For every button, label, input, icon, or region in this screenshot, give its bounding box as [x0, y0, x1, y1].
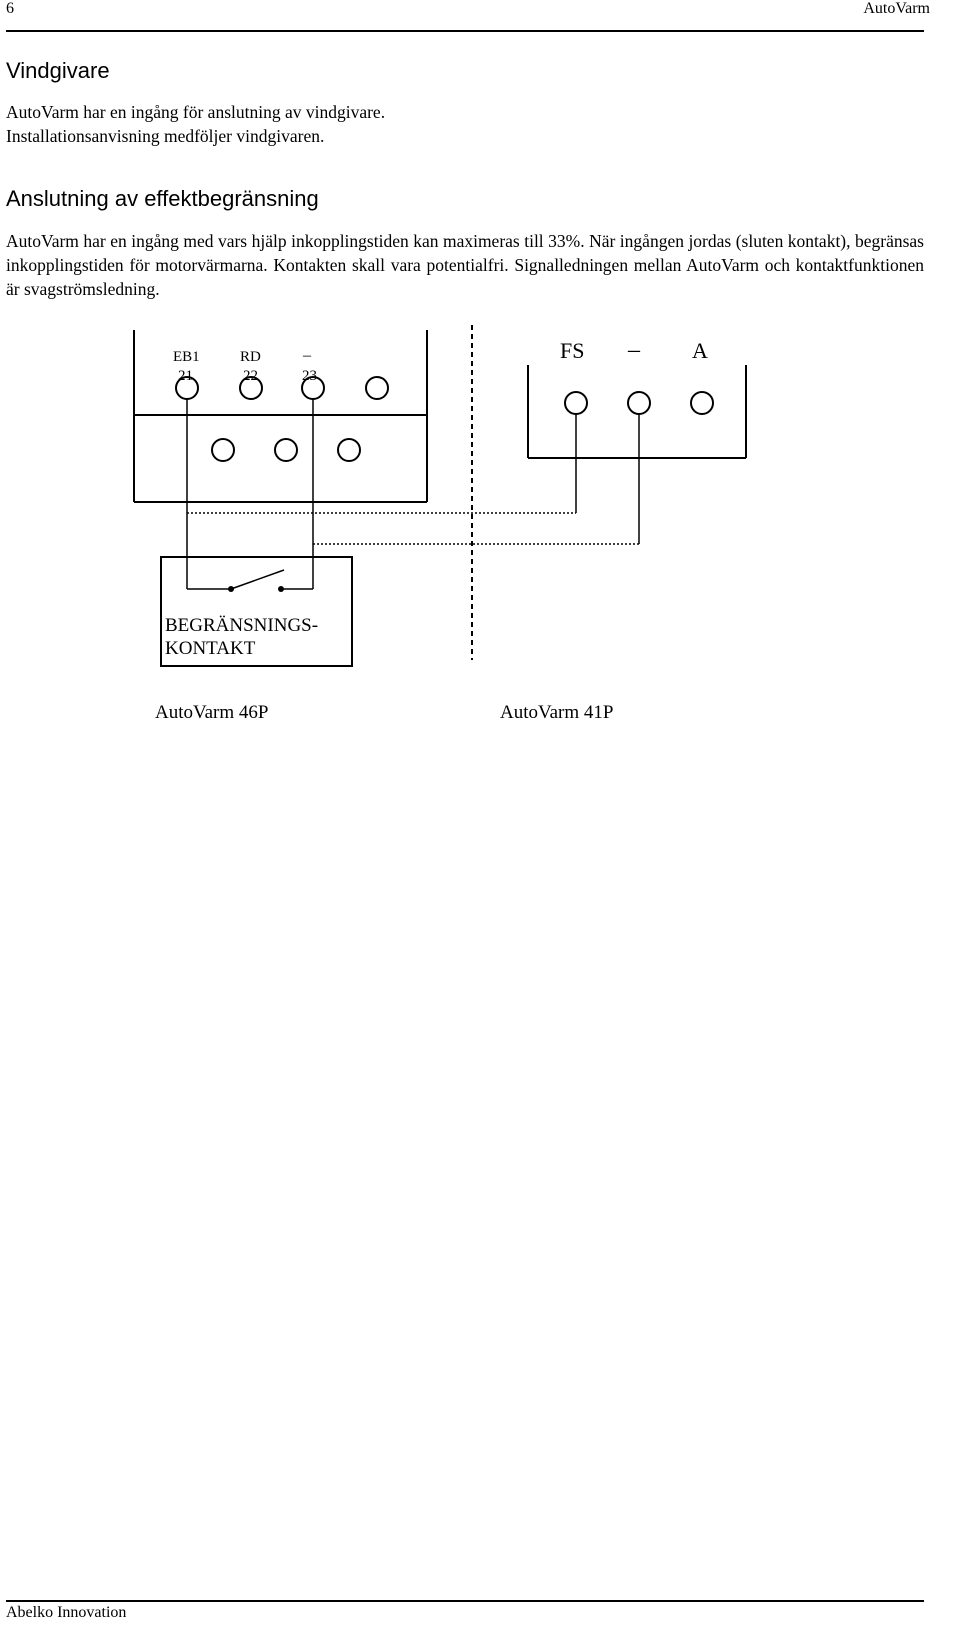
- contact-label-line1: BEGRÄNSNINGS-: [165, 615, 318, 636]
- header-rule: [6, 30, 924, 32]
- terminal-lower-1: [211, 438, 235, 462]
- switch-contact-right: [278, 586, 284, 592]
- label-21: 21: [178, 368, 193, 384]
- terminal-lower-2: [274, 438, 298, 462]
- label-22: 22: [243, 368, 258, 384]
- contact-label-line2: KONTAKT: [165, 638, 256, 659]
- heading-effektbegransning: Anslutning av effektbegränsning: [6, 186, 319, 211]
- vindgivare-line-1: AutoVarm har en ingång för anslutning av…: [6, 102, 386, 122]
- running-title: AutoVarm: [863, 0, 930, 17]
- heading-vindgivare: Vindgivare: [6, 58, 110, 83]
- terminal-a: [690, 391, 714, 415]
- wiring-diagram: EB1 RD – 21 22 23 FS – A BEGRÄNSNINGS- K…: [133, 325, 747, 723]
- label-eb1: EB1: [173, 349, 200, 365]
- terminal-lower-3: [337, 438, 361, 462]
- label-minus-right: –: [627, 337, 641, 363]
- vindgivare-line-2: Installationsanvisning medföljer vindgiv…: [6, 126, 325, 146]
- label-fs: FS: [560, 338, 584, 363]
- label-23: 23: [302, 368, 317, 384]
- caption-41p: AutoVarm 41P: [500, 702, 613, 723]
- terminal-24: [365, 376, 389, 400]
- terminal-minus: [627, 391, 651, 415]
- caption-46p: AutoVarm 46P: [155, 702, 268, 723]
- footer-rule: [6, 1600, 924, 1602]
- label-rd: RD: [240, 349, 261, 365]
- switch-blade: [230, 569, 285, 590]
- label-a: A: [692, 338, 708, 363]
- page-number: 6: [6, 0, 14, 17]
- label-minus-left: –: [302, 347, 312, 364]
- terminal-22: [239, 376, 263, 400]
- footer-text: Abelko Innovation: [6, 1604, 127, 1621]
- terminal-fs: [564, 391, 588, 415]
- effektbegransning-paragraph: AutoVarm har en ingång med vars hjälp in…: [6, 231, 924, 299]
